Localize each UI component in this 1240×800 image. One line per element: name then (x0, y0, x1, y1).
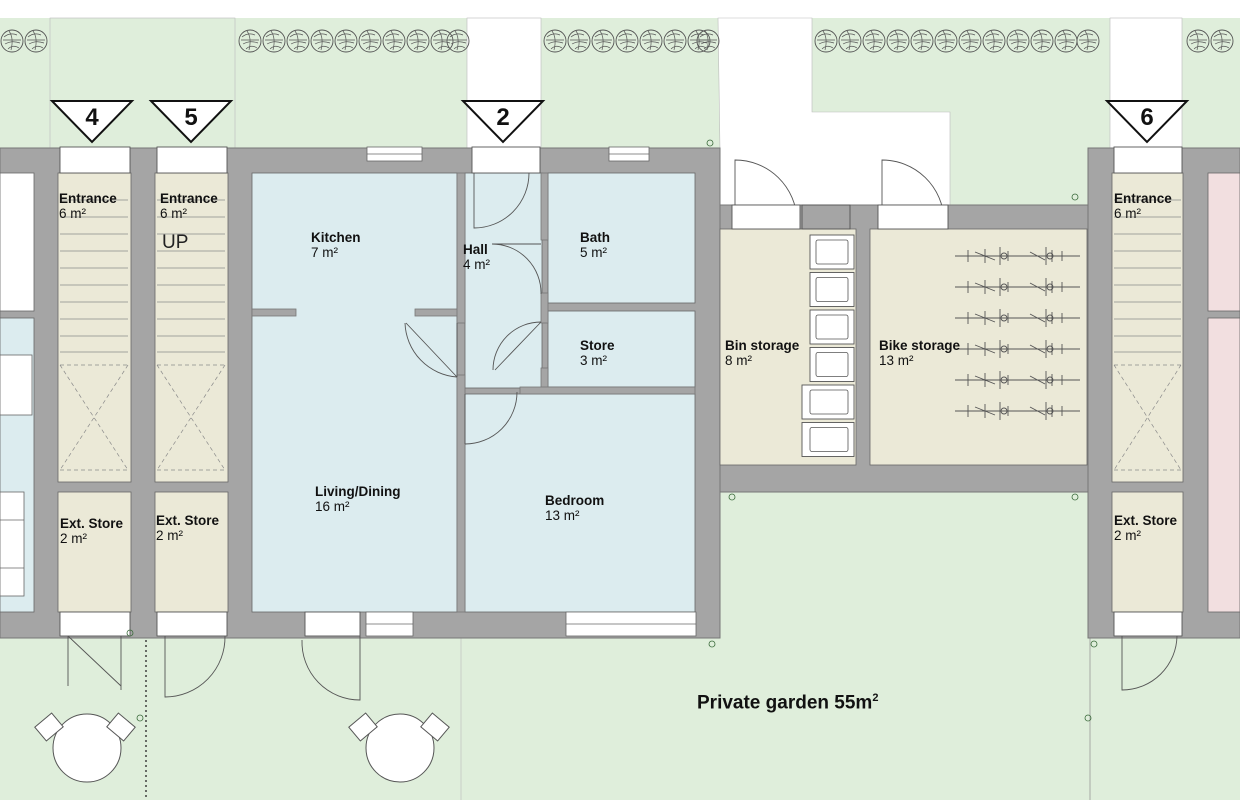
room-bath (547, 172, 696, 304)
section-marker-4 (49, 100, 135, 144)
room-label-hall: Hall 4 m² (463, 242, 490, 272)
stairs (59, 199, 1182, 471)
neighbour-furniture (0, 354, 33, 597)
room-area: 6 m² (160, 206, 187, 221)
room-entrance-a (57, 172, 132, 483)
room-area: 2 m² (1114, 528, 1141, 543)
section-marker-2 (460, 100, 546, 144)
room-name: Kitchen (311, 230, 361, 245)
room-label-kitchen: Kitchen 7 m² (311, 230, 361, 260)
room-bike-storage (869, 228, 1088, 466)
doors (59, 146, 1183, 701)
room-area: 6 m² (1114, 206, 1141, 221)
room-entrance-c (1111, 172, 1184, 483)
room-ext-store-b (154, 491, 229, 613)
room-area: 4 m² (463, 257, 490, 272)
room-name: Hall (463, 242, 488, 257)
bike-icon (955, 371, 1080, 389)
room-area: 5 m² (580, 245, 607, 260)
section-marker-4-label: 4 (85, 104, 99, 131)
bin-icon (809, 234, 855, 270)
room-area: 13 m² (879, 353, 914, 368)
bike-icon (955, 309, 1080, 327)
stair-up-label: UP (162, 232, 189, 253)
bike-icon (955, 402, 1080, 420)
section-marker-6-label: 6 (1140, 104, 1154, 131)
bin-icon (801, 422, 855, 457)
room-entrance-b (154, 172, 229, 483)
section-marker-5 (148, 100, 234, 144)
room-label-bedroom: Bedroom 13 m² (545, 493, 604, 523)
room-name: Ext. Store (1114, 513, 1178, 528)
room-area: 2 m² (60, 531, 87, 546)
room-label-ext-store-a: Ext. Store 2 m² (60, 516, 123, 546)
room-name: Bin storage (725, 338, 800, 353)
room-area: 3 m² (580, 353, 607, 368)
room-area: 7 m² (311, 245, 338, 260)
room-label-bike-storage: Bike storage 13 m² (879, 338, 960, 368)
bike-rack (955, 247, 1080, 420)
room-name: Entrance (59, 191, 117, 206)
garden-table-right (348, 712, 450, 783)
neighbour-room-white (0, 172, 35, 312)
internal-wall-stubs (251, 172, 696, 613)
section-marker-6 (1104, 100, 1190, 144)
room-name: Entrance (1114, 191, 1172, 206)
room-area: 6 m² (59, 206, 86, 221)
room-name: Ext. Store (60, 516, 124, 531)
room-name: Living/Dining (315, 484, 401, 499)
bin-icon (809, 272, 855, 307)
room-name: Bike storage (879, 338, 961, 353)
room-label-entrance-c: Entrance 6 m² (1114, 191, 1172, 221)
room-label-entrance-a: Entrance 6 m² (59, 191, 117, 221)
room-hall (464, 172, 543, 389)
survey-markers (126, 139, 1098, 722)
windows (365, 146, 697, 637)
room-label-entrance-b: Entrance 6 m² (160, 191, 218, 221)
bin-icon (809, 347, 855, 382)
room-area: 13 m² (545, 508, 580, 523)
bin-icon (801, 384, 855, 420)
bike-icon (955, 247, 1080, 265)
section-marker-5-label: 5 (184, 104, 198, 131)
room-label-bath: Bath 5 m² (580, 230, 610, 260)
room-ext-store-a (57, 491, 132, 613)
bike-icon (955, 278, 1080, 296)
room-label-ext-store-b: Ext. Store 2 m² (156, 513, 219, 543)
room-label-bin-storage: Bin storage 8 m² (725, 338, 799, 368)
room-label-ext-store-c: Ext. Store 2 m² (1114, 513, 1177, 543)
room-name: Ext. Store (156, 513, 220, 528)
private-garden-label: Private garden 55m2 (697, 692, 878, 714)
room-area: 16 m² (315, 499, 350, 514)
neighbour-room-pink-top (1207, 172, 1240, 312)
room-kitchen-living (251, 172, 458, 613)
room-label-living-dining: Living/Dining 16 m² (315, 484, 401, 514)
room-name: Store (580, 338, 615, 353)
room-name: Bath (580, 230, 610, 245)
garden-label-sup: 2 (872, 692, 879, 704)
room-area: 2 m² (156, 528, 183, 543)
room-ext-store-c (1111, 491, 1184, 613)
room-bedroom (464, 393, 696, 613)
bin-group (801, 234, 855, 457)
room-store (547, 310, 696, 388)
section-marker-2-label: 2 (496, 104, 510, 131)
bin-icon (809, 309, 855, 345)
room-name: Entrance (160, 191, 218, 206)
garden-table-left (34, 712, 136, 783)
garden-label-text: Private garden 55m (697, 692, 873, 714)
bike-icon (955, 340, 1080, 358)
room-name: Bedroom (545, 493, 605, 508)
room-label-store: Store 3 m² (580, 338, 615, 368)
neighbour-room-pink-bottom (1207, 317, 1240, 613)
room-area: 8 m² (725, 353, 752, 368)
